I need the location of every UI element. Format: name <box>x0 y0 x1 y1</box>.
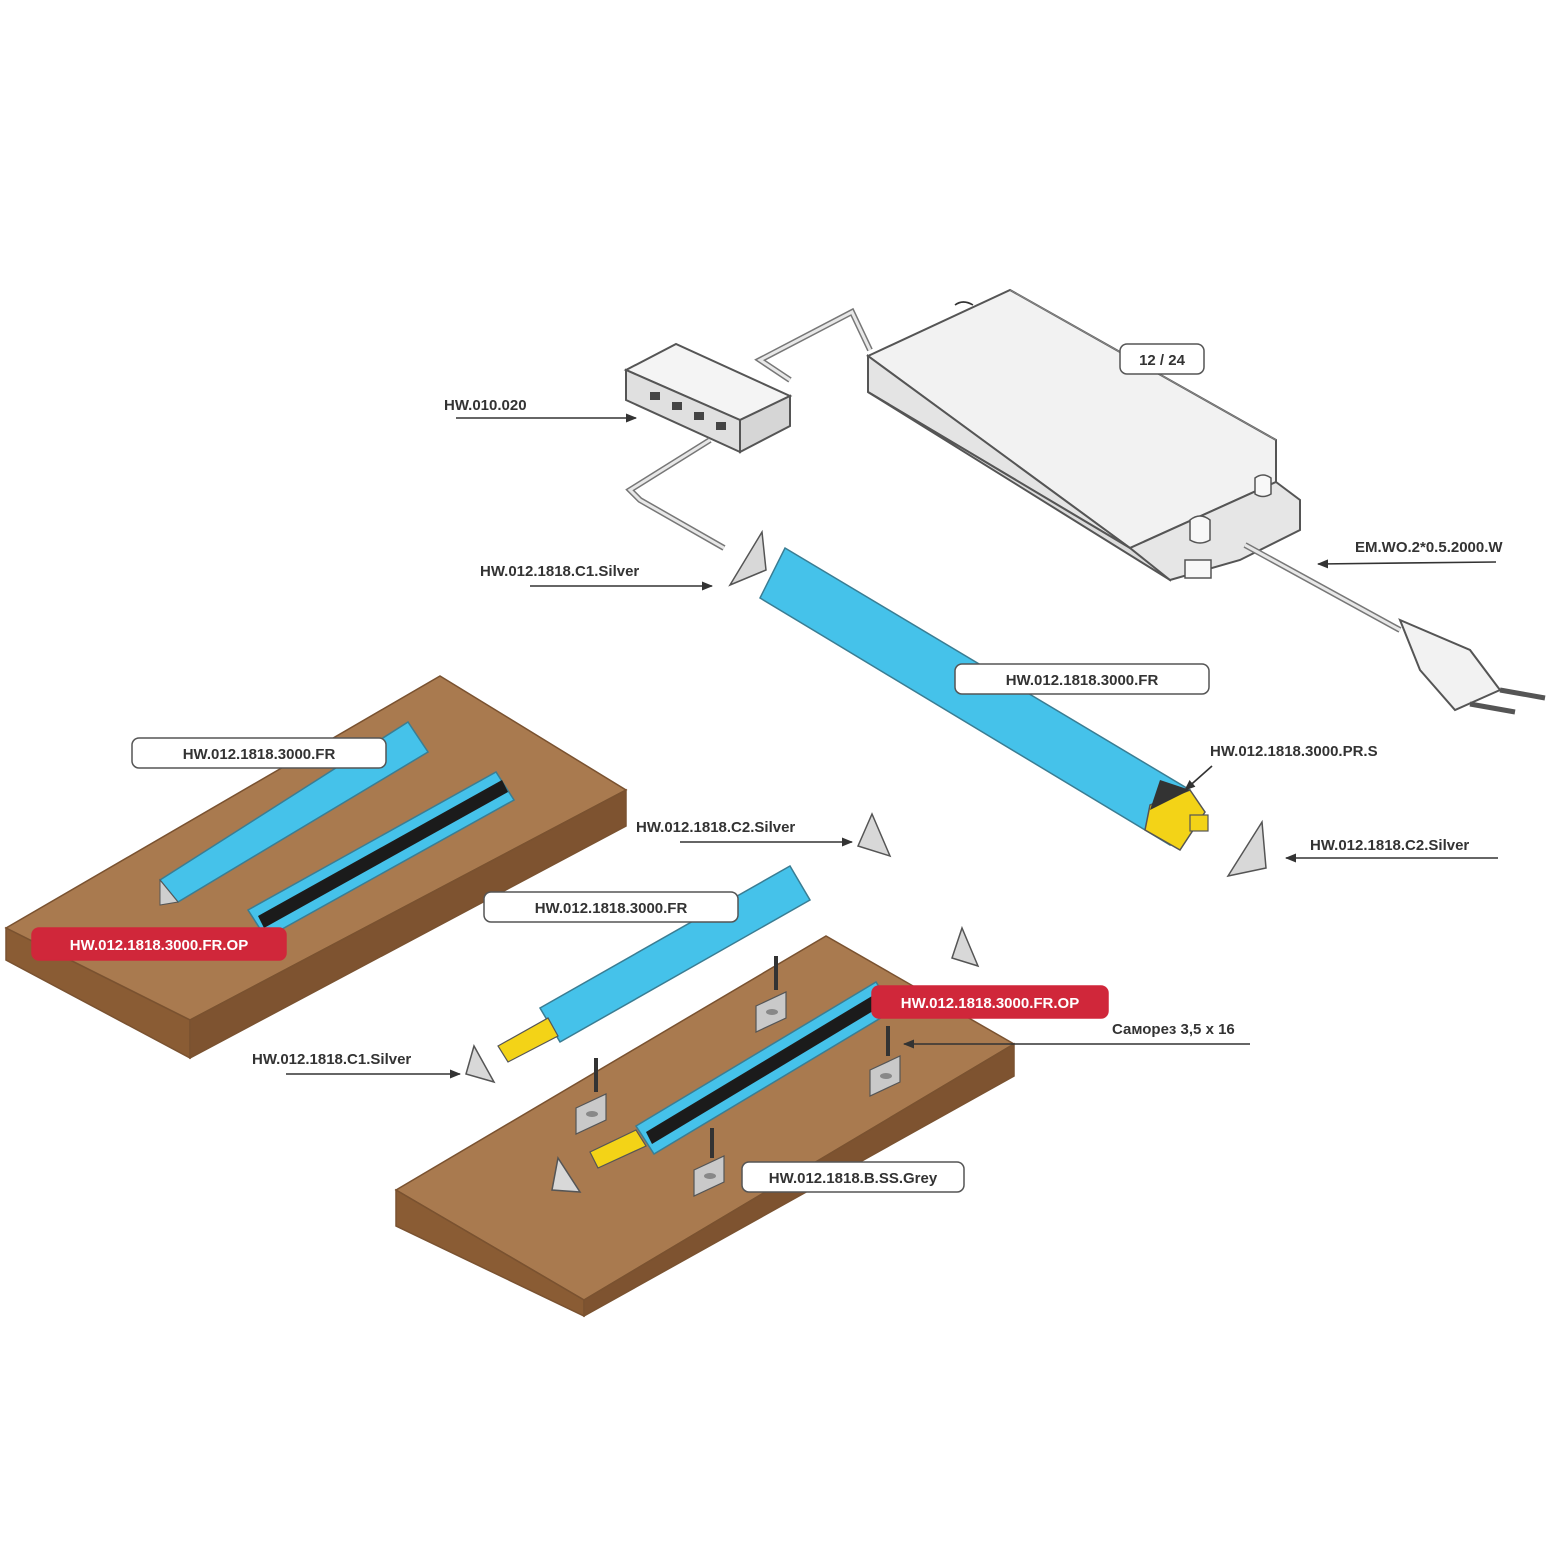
end-cap-c2-middle-callout: HW.012.1818.C2.Silver <box>636 819 854 847</box>
end-cap-c1-bottom <box>465 1044 496 1084</box>
end-cap-c2-middle-label: HW.012.1818.C2.Silver <box>636 819 795 836</box>
screw-label: Саморез 3,5 x 16 <box>1112 1021 1235 1038</box>
bracket-2 <box>575 1058 607 1135</box>
end-cap-bottom-board <box>551 1156 582 1193</box>
profile-pr-s-label: HW.012.1818.3000.PR.S <box>1210 743 1378 760</box>
voltage-label: 12 / 24 <box>1139 352 1186 369</box>
profile-left-fr-label-box: HW.012.1818.3000.FR <box>131 737 387 769</box>
power-cable-label: EM.WO.2*0.5.2000.W <box>1355 539 1503 556</box>
end-cap-c1-top-label: HW.012.1818.C1.Silver <box>480 563 639 580</box>
profile-left-fr-label: HW.012.1818.3000.FR <box>183 746 336 763</box>
screw-callout: Саморез 3,5 x 16 <box>902 1021 1250 1049</box>
distributor-callout: HW.010.020 <box>444 397 638 423</box>
bracket-label: HW.012.1818.B.SS.Grey <box>769 1170 938 1187</box>
end-cap-c1-bottom-label: HW.012.1818.C1.Silver <box>252 1051 411 1068</box>
profile-right-fr-op <box>589 980 896 1169</box>
end-cap-c1-top <box>728 529 767 587</box>
end-cap-c2-right-label: HW.012.1818.C2.Silver <box>1310 837 1469 854</box>
end-cap-c1-bottom-callout: HW.012.1818.C1.Silver <box>252 1051 462 1079</box>
profile-left-fr-op-label: HW.012.1818.3000.FR.OP <box>70 937 248 954</box>
euro-plug <box>1398 618 1546 715</box>
voltage-label-box: 12 / 24 <box>1119 343 1205 375</box>
end-cap-c1-top-callout: HW.012.1818.C1.Silver <box>480 563 714 591</box>
end-cap-right-board <box>951 925 980 968</box>
profile-middle-fr-label-box: HW.012.1818.3000.FR <box>483 891 739 923</box>
bracket-4 <box>693 1128 725 1197</box>
profile-top-label: HW.012.1818.3000.FR <box>1006 672 1159 689</box>
bracket-label-box: HW.012.1818.B.SS.Grey <box>741 1161 965 1193</box>
power-cable-callout: EM.WO.2*0.5.2000.W <box>1316 539 1503 569</box>
distributor-box <box>623 342 793 454</box>
bracket-1 <box>755 956 787 1033</box>
profile-right-fr-op-label-box: HW.012.1818.3000.FR.OP <box>871 985 1109 1019</box>
end-cap-c2-middle <box>856 812 892 858</box>
profile-pr-s-callout: HW.012.1818.3000.PR.S <box>1184 743 1378 791</box>
profile-top-label-box: HW.012.1818.3000.FR <box>954 663 1210 695</box>
wood-board-left <box>4 675 628 1060</box>
power-supply-unit <box>866 288 1301 582</box>
profile-right-fr-op-label: HW.012.1818.3000.FR.OP <box>901 995 1079 1012</box>
distributor-label: HW.010.020 <box>444 397 527 414</box>
profile-left-fr-op-label-box: HW.012.1818.3000.FR.OP <box>31 927 287 961</box>
end-cap-c2-right-callout: HW.012.1818.C2.Silver <box>1284 837 1498 863</box>
end-cap-c2-right <box>1226 819 1267 878</box>
profile-middle-fr-label: HW.012.1818.3000.FR <box>535 900 688 917</box>
profile-top <box>759 546 1209 852</box>
distributor-output-cable <box>625 437 726 551</box>
bracket-3 <box>869 1026 901 1097</box>
